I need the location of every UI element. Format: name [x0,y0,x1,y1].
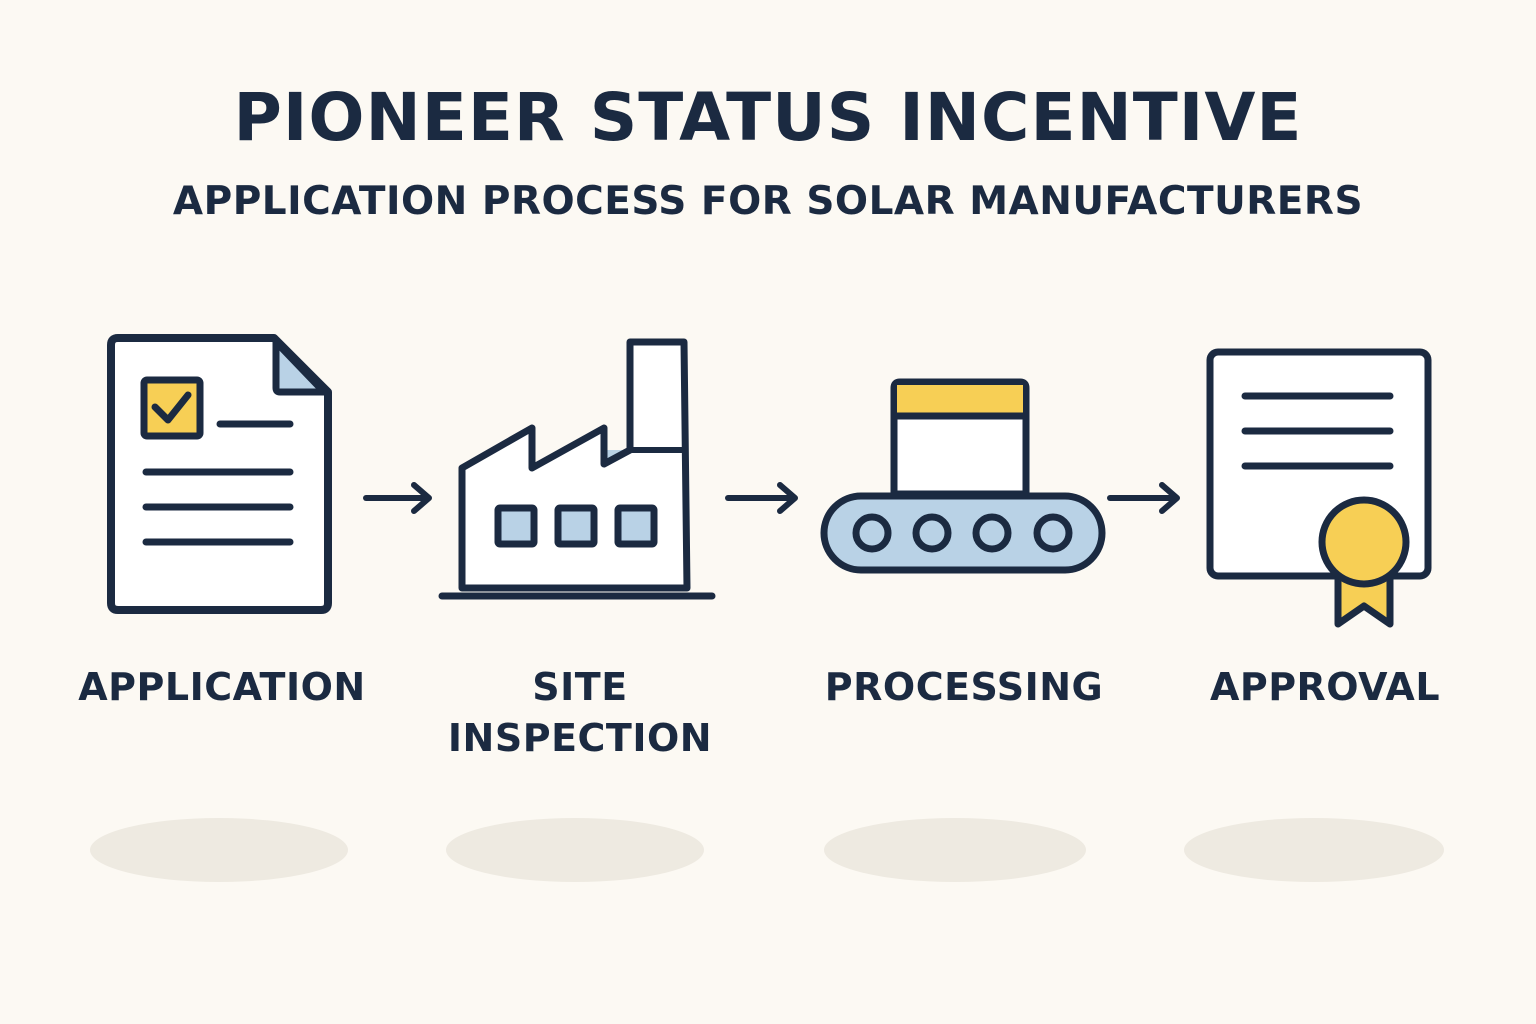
step-shadow [1184,818,1444,882]
step-label-processing: PROCESSING [824,665,1104,709]
step-shadow [90,818,348,882]
certificate-icon [1200,342,1440,634]
step-label-application: APPLICATION [78,665,366,709]
arrow-right-icon [362,480,436,516]
factory-icon [434,330,724,610]
page-title: PIONEER STATUS INCENTIVE [233,79,1303,156]
step-shadow [824,818,1086,882]
arrow-right-icon [724,480,802,516]
step-label-approval: APPROVAL [1209,665,1441,709]
step-shadow [446,818,704,882]
document-checklist-icon [100,330,340,620]
conveyor-belt-icon [816,374,1110,580]
arrow-right-icon [1106,480,1184,516]
step-label-site-inspection: SITE INSPECTION [447,665,713,760]
page-subtitle: APPLICATION PROCESS FOR SOLAR MANUFACTUR… [172,179,1364,224]
